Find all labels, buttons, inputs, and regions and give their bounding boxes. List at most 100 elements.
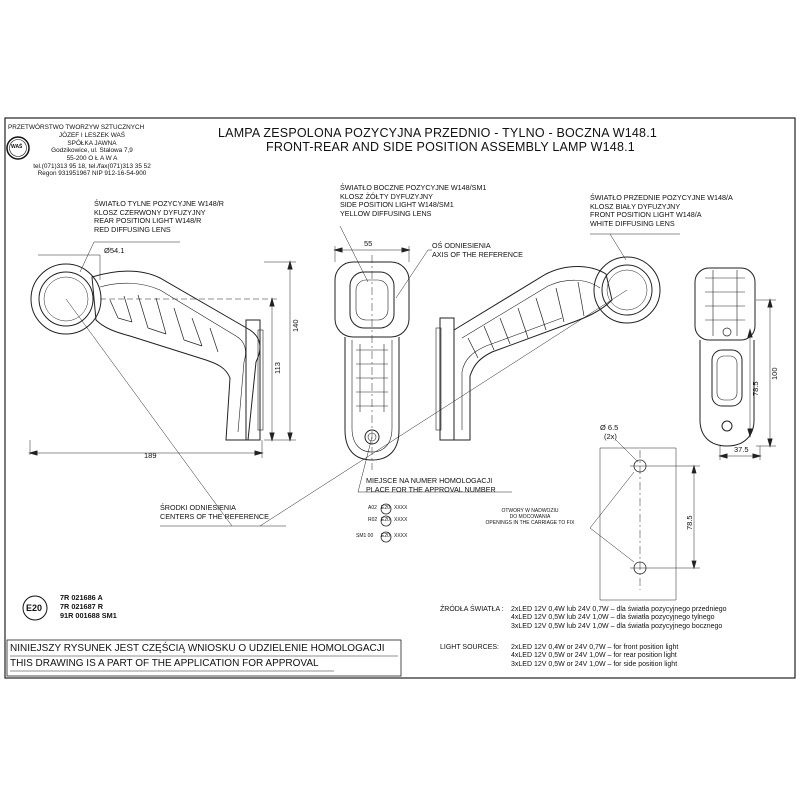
dim-diameter-541: Ø54.1: [104, 246, 125, 255]
approval-mark-a-num: XXXX: [394, 505, 408, 511]
center-lamp-view: [333, 225, 512, 493]
company-line: PRZETWÓRSTWO TWORZYW SZTUCZNYCH: [8, 124, 145, 131]
homologation-callout: MIEJSCE NA NUMER HOMOLOGACJI PLACE FOR T…: [366, 476, 496, 494]
axis-callout: OŚ ODNIESIENIA AXIS OF THE REFERENCE: [432, 241, 523, 259]
reference-leaders: [65, 289, 628, 527]
right-mount-plate: [439, 317, 455, 441]
company-line: SPÓŁKA JAWNA: [67, 139, 117, 147]
left-mount-plate: [245, 319, 261, 441]
company-line: tel.(071)313 95 18, tel./fax(071)313 35 …: [33, 162, 151, 170]
company-logo: [6, 136, 30, 160]
company-logo-text: WAŚ: [11, 144, 23, 150]
statement-polish: NINIEJSZY RYSUNEK JEST CZĘŚCIĄ WNIOSKU O…: [10, 643, 385, 654]
light-source-line: 4xLED 12V 0,5W lub 24V 1,0W – dla światł…: [511, 614, 715, 622]
light-sources-pl-label: ŹRÓDŁA ŚWIATŁA :: [440, 606, 504, 613]
approval-number: 7R 021687 R: [60, 601, 104, 611]
light-source-line: 4xLED 12V 0,5W or 24V 1,0W – for rear po…: [511, 652, 677, 660]
approval-numbers: 7R 021686 A 7R 021687 R 91R 001688 SM1: [60, 593, 117, 620]
callout-line: OTWORY W NADWOZIU: [501, 508, 559, 514]
callout-line: ŚWIATŁO PRZEDNIE POZYCYJNE W148/A: [590, 193, 733, 202]
callout-line: OPENINGS IN THE CARRIAGE TO FIX: [485, 520, 575, 526]
light-source-line: 2xLED 12V 0,4W lub 24V 0,7W – dla światł…: [511, 606, 727, 613]
side-profile-view: [694, 267, 776, 460]
side-light-callout: ŚWIATŁO BOCZNE POZYCYJNE W148/SM1 KLOSZ …: [340, 183, 487, 219]
approval-mark-r: R02: [368, 517, 377, 524]
callout-line: DO MOCOWANIA: [509, 514, 551, 520]
dim-height-113: 113: [273, 362, 282, 374]
approval-mark-r-num: XXXX: [394, 517, 408, 523]
dim-height-785-holes: 78.5: [685, 515, 694, 530]
light-sources-en-label: LIGHT SOURCES:: [440, 644, 499, 651]
approval-mark-a-e: E20: [381, 505, 390, 511]
company-info: PRZETWÓRSTWO TWORZYW SZTUCZNYCH: [8, 124, 144, 132]
front-lens-inner: [601, 264, 653, 316]
company-line: JÓZEF I LESZEK WAŚ: [58, 132, 126, 139]
approval-mark-a: A02: [368, 505, 377, 512]
callout-line: YELLOW DIFFUSING LENS: [340, 208, 432, 218]
left-arm-outline: [91, 270, 261, 441]
title-english: FRONT-REAR AND SIDE POSITION ASSEMBLY LA…: [266, 140, 635, 154]
callout-line: SIDE POSITION LIGHT W148/SM1: [340, 200, 454, 210]
e-mark-label: E20: [26, 603, 43, 613]
callout-line: ŚRODKI ODNIESIENIA: [160, 503, 236, 512]
callout-line: AXIS OF THE REFERENCE: [432, 249, 523, 259]
company-line: Godzikowice, ul. Stalowa 7,9: [51, 147, 133, 155]
side-profile-body: [699, 340, 755, 447]
light-source-line: 2xLED 12V 0,4W or 24V 0,7W – for front p…: [511, 644, 679, 651]
approval-mark-r-e: E20: [381, 517, 390, 523]
title-polish: LAMPA ZESPOLONA POZYCYJNA PRZEDNIO - TYL…: [218, 126, 658, 140]
dim-hole-count: (2x): [604, 432, 617, 441]
approval-mark-sm-num: XXXX: [394, 533, 408, 539]
approval-number: 91R 001688 SM1: [60, 610, 117, 620]
callout-line: PLACE FOR THE APPROVAL NUMBER: [366, 484, 496, 494]
callout-line: ŚWIATŁO BOCZNE POZYCYJNE W148/SM1: [340, 183, 487, 192]
company-details: JÓZEF I LESZEK WAŚ SPÓŁKA JAWNA Godzikow…: [32, 132, 152, 178]
dim-height-100: 100: [770, 367, 779, 380]
company-line: 55-200 O Ł A W A: [66, 155, 118, 163]
callout-line: WHITE DIFFUSING LENS: [590, 218, 675, 228]
callout-line: RED DIFFUSING LENS: [94, 224, 171, 234]
centers-callout: ŚRODKI ODNIESIENIA CENTERS OF THE REFERE…: [160, 503, 269, 521]
statement-english: THIS DRAWING IS A PART OF THE APPLICATIO…: [10, 658, 319, 669]
dim-width-375: 37.5: [734, 445, 749, 454]
callout-line: KLOSZ ŻÓŁTY DYFUZYJNY: [340, 191, 433, 201]
callout-line: CENTERS OF THE REFERENCE: [160, 511, 269, 521]
side-profile-window: [711, 349, 743, 407]
mounting-hole-detail: [589, 439, 700, 601]
dim-width-189: 189: [144, 451, 157, 460]
callout-line: ŚWIATŁO TYLNE POZYCYJNE W148/R: [94, 199, 224, 208]
light-source-line: 3xLED 12V 0,5W lub 24V 1,0W – dla światł…: [511, 622, 723, 630]
callout-line: FRONT POSITION LIGHT W148/A: [590, 210, 702, 220]
dim-height-785-side: 78.5: [751, 381, 760, 396]
mounting-callout: OTWORY W NADWOZIU DO MOCOWANIA OPENINGS …: [470, 508, 590, 526]
rear-light-callout: ŚWIATŁO TYLNE POZYCYJNE W148/R KLOSZ CZE…: [94, 199, 224, 235]
side-profile-hole: [721, 420, 733, 432]
dim-hole-diameter: Ø 6.5: [600, 423, 619, 432]
light-sources-pl-list: 2xLED 12V 0,4W lub 24V 0,7W – dla światł…: [511, 606, 727, 631]
callout-line: REAR POSITION LIGHT W148/R: [94, 216, 202, 226]
callout-line: KLOSZ CZERWONY DYFUZYJNY: [94, 207, 206, 217]
side-profile-top: [694, 267, 756, 341]
approval-code: SM1 00: [356, 533, 374, 539]
light-sources-en-list: 2xLED 12V 0,4W or 24V 0,7W – for front p…: [511, 644, 678, 669]
rear-lens-inner: [38, 271, 94, 327]
approval-code: A02: [368, 505, 377, 511]
approval-mini-circles: [380, 503, 392, 543]
callout-line: OŚ ODNIESIENIA: [432, 241, 491, 250]
company-line: Regon 931951967 NIP 912-16-54-900: [37, 170, 147, 178]
approval-mark-sm: SM1 00: [356, 533, 374, 540]
right-arm-outline: [453, 266, 613, 441]
front-lens-outer: [593, 256, 661, 324]
dim-height-140: 140: [291, 319, 300, 332]
statement-box: [6, 639, 402, 677]
callout-line: MIEJSCE NA NUMER HOMOLOGACJI: [366, 476, 493, 485]
front-light-callout: ŚWIATŁO PRZEDNIE POZYCYJNE W148/A KLOSZ …: [590, 193, 733, 229]
dim-width-55: 55: [364, 239, 373, 248]
e-mark-circle: [22, 595, 48, 621]
light-source-line: 3xLED 12V 0,5W or 24V 1,0W – for side po…: [511, 660, 678, 668]
right-lamp-view: [435, 233, 680, 441]
callout-line: KLOSZ BIAŁY DYFUZYJNY: [590, 201, 681, 211]
approval-mark-sm-e: E20: [381, 533, 390, 539]
